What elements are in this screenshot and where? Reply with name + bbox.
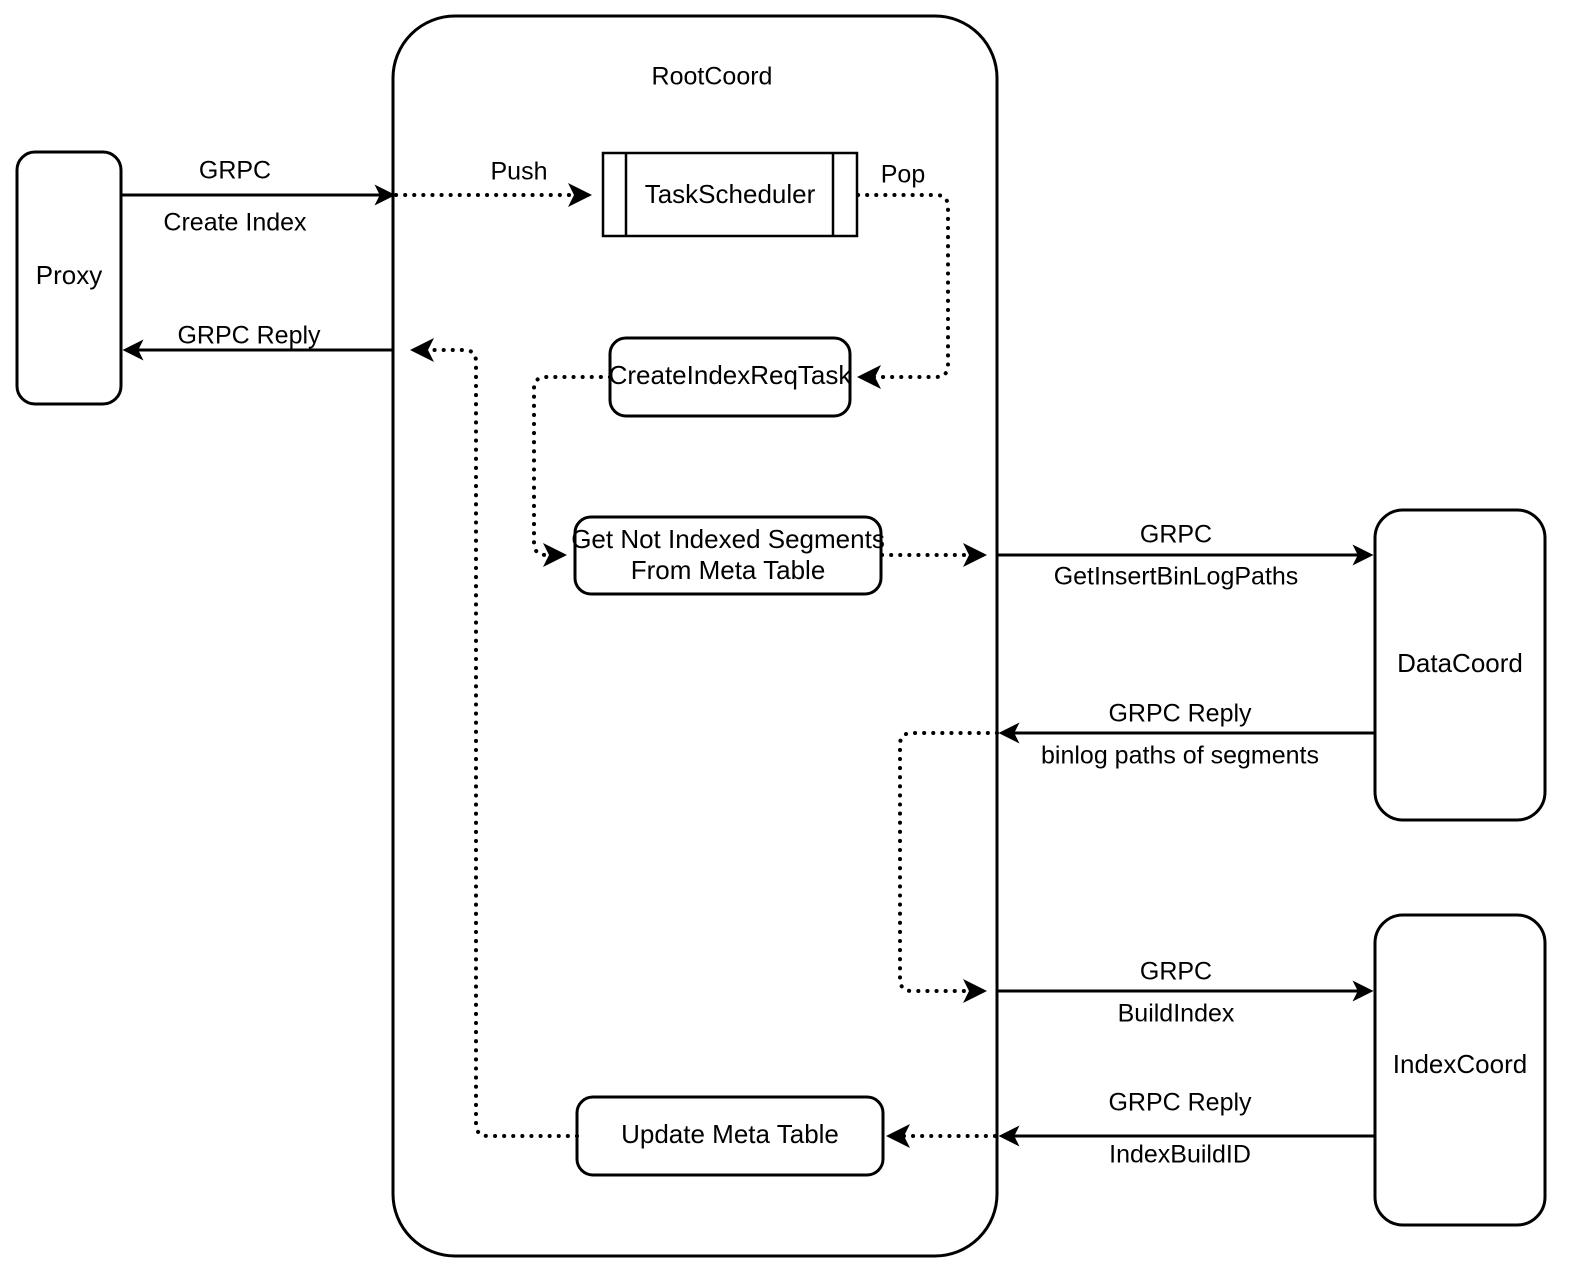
edge-to-indexcoord: GRPC BuildIndex xyxy=(997,958,1374,1028)
edge-rootcoord-to-proxy-label: GRPC Reply xyxy=(177,322,321,350)
edge-pop: Pop xyxy=(856,161,950,389)
proxy-label: Proxy xyxy=(36,260,102,290)
edge-to-indexcoord-label-bottom: BuildIndex xyxy=(1118,1000,1235,1028)
update-meta-table-label: Update Meta Table xyxy=(621,1119,839,1149)
rootcoord-label: RootCoord xyxy=(652,63,773,91)
edge-proxy-to-rootcoord-label-bottom: Create Index xyxy=(163,209,307,237)
rootcoord-boundary xyxy=(391,14,999,1258)
node-data-coord[interactable]: DataCoord xyxy=(1373,508,1547,822)
index-coord-label: IndexCoord xyxy=(1393,1049,1527,1079)
edge-to-datacoord-label-bottom: GetInsertBinLogPaths xyxy=(1054,563,1299,591)
edge-from-indexcoord-label-bottom: IndexBuildID xyxy=(1109,1141,1251,1169)
node-create-index-req-task[interactable]: CreateIndexReqTask xyxy=(608,336,853,418)
edge-internal-u-route xyxy=(898,731,999,1003)
get-not-indexed-segments-label-line1: Get Not Indexed Segments xyxy=(571,524,885,554)
proxy-box xyxy=(15,150,123,406)
edge-from-datacoord-label-top: GRPC Reply xyxy=(1108,700,1252,728)
create-index-req-task-label: CreateIndexReqTask xyxy=(609,360,853,390)
edge-to-datacoord: GRPC GetInsertBinLogPaths xyxy=(997,521,1374,591)
edge-from-datacoord: GRPC Reply binlog paths of segments xyxy=(998,700,1375,770)
data-coord-box xyxy=(1373,508,1547,822)
edge-push: Push xyxy=(394,158,592,207)
node-proxy[interactable]: Proxy xyxy=(15,150,123,406)
edge-pop-line xyxy=(856,193,950,389)
node-task-scheduler[interactable]: TaskScheduler xyxy=(601,151,859,238)
edge-to-datacoord-label-top: GRPC xyxy=(1140,521,1212,549)
task-scheduler-label: TaskScheduler xyxy=(645,179,816,209)
edge-proxy-to-rootcoord: GRPC Create Index xyxy=(121,157,396,237)
edge-proxy-to-rootcoord-label-top: GRPC xyxy=(199,157,271,185)
get-not-indexed-segments-label-line2: From Meta Table xyxy=(631,555,826,585)
edge-to-indexcoord-label-top: GRPC xyxy=(1140,958,1212,986)
edge-pop-label: Pop xyxy=(881,161,925,189)
edge-internal-u-route-line xyxy=(898,731,999,1003)
data-coord-label: DataCoord xyxy=(1397,648,1523,678)
edge-from-datacoord-label-bottom: binlog paths of segments xyxy=(1041,742,1319,770)
rootcoord-container: RootCoord xyxy=(391,14,999,1258)
edge-rootcoord-to-proxy: GRPC Reply xyxy=(122,322,393,361)
edge-from-indexcoord-label-top: GRPC Reply xyxy=(1108,1089,1252,1117)
node-index-coord[interactable]: IndexCoord xyxy=(1373,913,1547,1227)
node-update-meta-table[interactable]: Update Meta Table xyxy=(575,1095,885,1177)
edge-push-label: Push xyxy=(491,158,548,186)
index-coord-box xyxy=(1373,913,1547,1227)
edge-from-indexcoord: GRPC Reply IndexBuildID xyxy=(998,1089,1375,1169)
node-get-not-indexed-segments[interactable]: Get Not Indexed Segments From Meta Table xyxy=(571,515,885,596)
